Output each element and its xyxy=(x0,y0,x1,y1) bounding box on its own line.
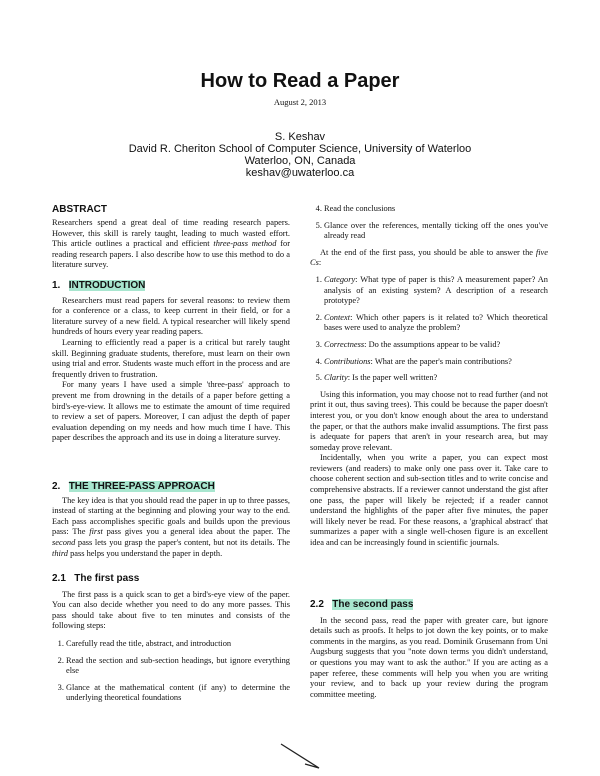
intro-para-2: Learning to efficiently read a paper is … xyxy=(52,337,290,379)
list-item: Correctness: Do the assumptions appear t… xyxy=(324,340,548,351)
pen-stroke-mark xyxy=(280,743,320,769)
list-item: Glance over the references, mentally tic… xyxy=(324,221,548,242)
section-2: 2. THE THREE-PASS APPROACH The key idea … xyxy=(52,481,290,559)
section-1-heading: 1. INTRODUCTION xyxy=(52,280,146,291)
five-cs-intro: At the end of the first pass, you should… xyxy=(310,247,548,268)
paper-date: August 2, 2013 xyxy=(273,97,327,107)
first-pass-steps-cont: Read the conclusions Glance over the ref… xyxy=(310,204,548,549)
first-pass-steps: Carefully read the title, abstract, and … xyxy=(52,639,290,704)
abstract-heading: ABSTRACT xyxy=(52,204,107,215)
section-2-heading: 2. THE THREE-PASS APPROACH xyxy=(52,481,215,492)
section-2-1-heading: 2.1 The first pass xyxy=(52,573,140,584)
section-2-2: 2.2 The second pass In the second pass, … xyxy=(310,599,548,700)
author-block: S. Keshav David R. Cheriton School of Co… xyxy=(0,131,600,179)
author-email[interactable]: keshav@uwaterloo.ca xyxy=(245,167,355,179)
author-location: Waterloo, ON, Canada xyxy=(244,155,356,167)
first-pass-after-2: Incidentally, when you write a paper, yo… xyxy=(310,453,548,548)
list-item: Clarity: Is the paper well written? xyxy=(324,373,548,384)
author-name: S. Keshav xyxy=(274,131,326,143)
intro-para-1: Researchers must read papers for several… xyxy=(52,295,290,337)
list-item: Carefully read the title, abstract, and … xyxy=(66,639,290,650)
paper-title: How to Read a Paper xyxy=(200,70,400,92)
second-pass-para: In the second pass, read the paper with … xyxy=(310,615,548,699)
abstract-text: Researchers spend a great deal of time r… xyxy=(52,218,290,270)
first-pass-after-1: Using this information, you may choose n… xyxy=(310,389,548,452)
list-item: Contributions: What are the paper's main… xyxy=(324,357,548,368)
list-item: Read the conclusions xyxy=(324,204,548,215)
section-2-1: 2.1 The first pass The first pass is a q… xyxy=(52,573,290,710)
list-item: Category: What type of paper is this? A … xyxy=(324,275,548,307)
section-1: 1. INTRODUCTION Researchers must read pa… xyxy=(52,280,290,444)
section-2-para: The key idea is that you should read the… xyxy=(52,495,290,558)
list-item: Glance at the mathematical content (if a… xyxy=(66,683,290,704)
five-cs-list: Category: What type of paper is this? A … xyxy=(310,275,548,384)
list-item: Context: Which other papers is it relate… xyxy=(324,313,548,334)
section-2-2-heading: 2.2 The second pass xyxy=(310,599,414,610)
first-pass-para: The first pass is a quick scan to get a … xyxy=(52,589,290,631)
intro-para-3: For many years I have used a simple 'thr… xyxy=(52,380,290,443)
author-affiliation: David R. Cheriton School of Computer Sci… xyxy=(128,143,472,155)
list-item: Read the section and sub-section heading… xyxy=(66,656,290,677)
